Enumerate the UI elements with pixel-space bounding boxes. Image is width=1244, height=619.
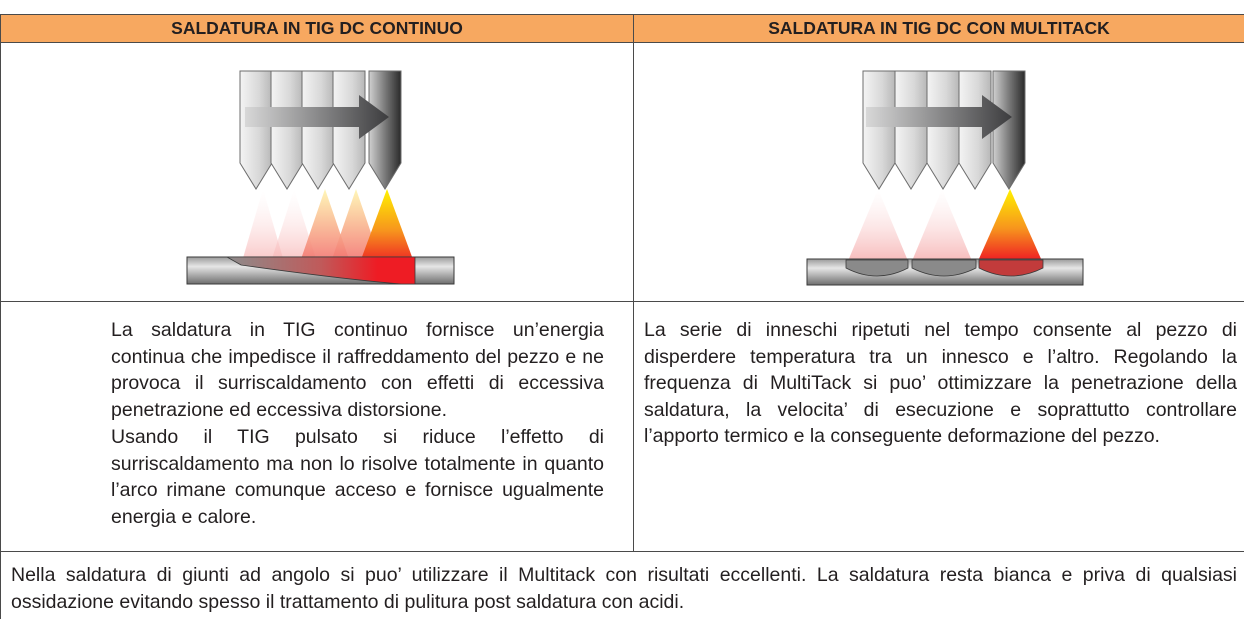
illustration-cell-multitack: [633, 43, 1244, 302]
description-cell-multitack: La serie di inneschi ripetuti nel tempo …: [633, 302, 1244, 551]
tig-multitack-illustration: [806, 70, 1084, 286]
footer-note: Nella saldatura di giunti ad angolo si p…: [11, 564, 1237, 613]
footer-note-cell: Nella saldatura di giunti ad angolo si p…: [0, 551, 1244, 619]
description-paragraph: La serie di inneschi ripetuti nel tempo …: [644, 319, 1237, 447]
column-header-multitack: SALDATURA IN TIG DC CON MULTITACK: [633, 14, 1244, 43]
tig-continuous-illustration: [186, 70, 455, 285]
description-paragraph: La saldatura in TIG continuo fornisce un…: [111, 319, 604, 421]
illustration-cell-continuous: [0, 43, 634, 302]
description-cell-continuous: La saldatura in TIG continuo fornisce un…: [0, 302, 634, 551]
description-paragraph: Usando il TIG pulsato si riduce l’effett…: [111, 426, 604, 528]
column-header-continuous: SALDATURA IN TIG DC CONTINUO: [0, 14, 634, 43]
